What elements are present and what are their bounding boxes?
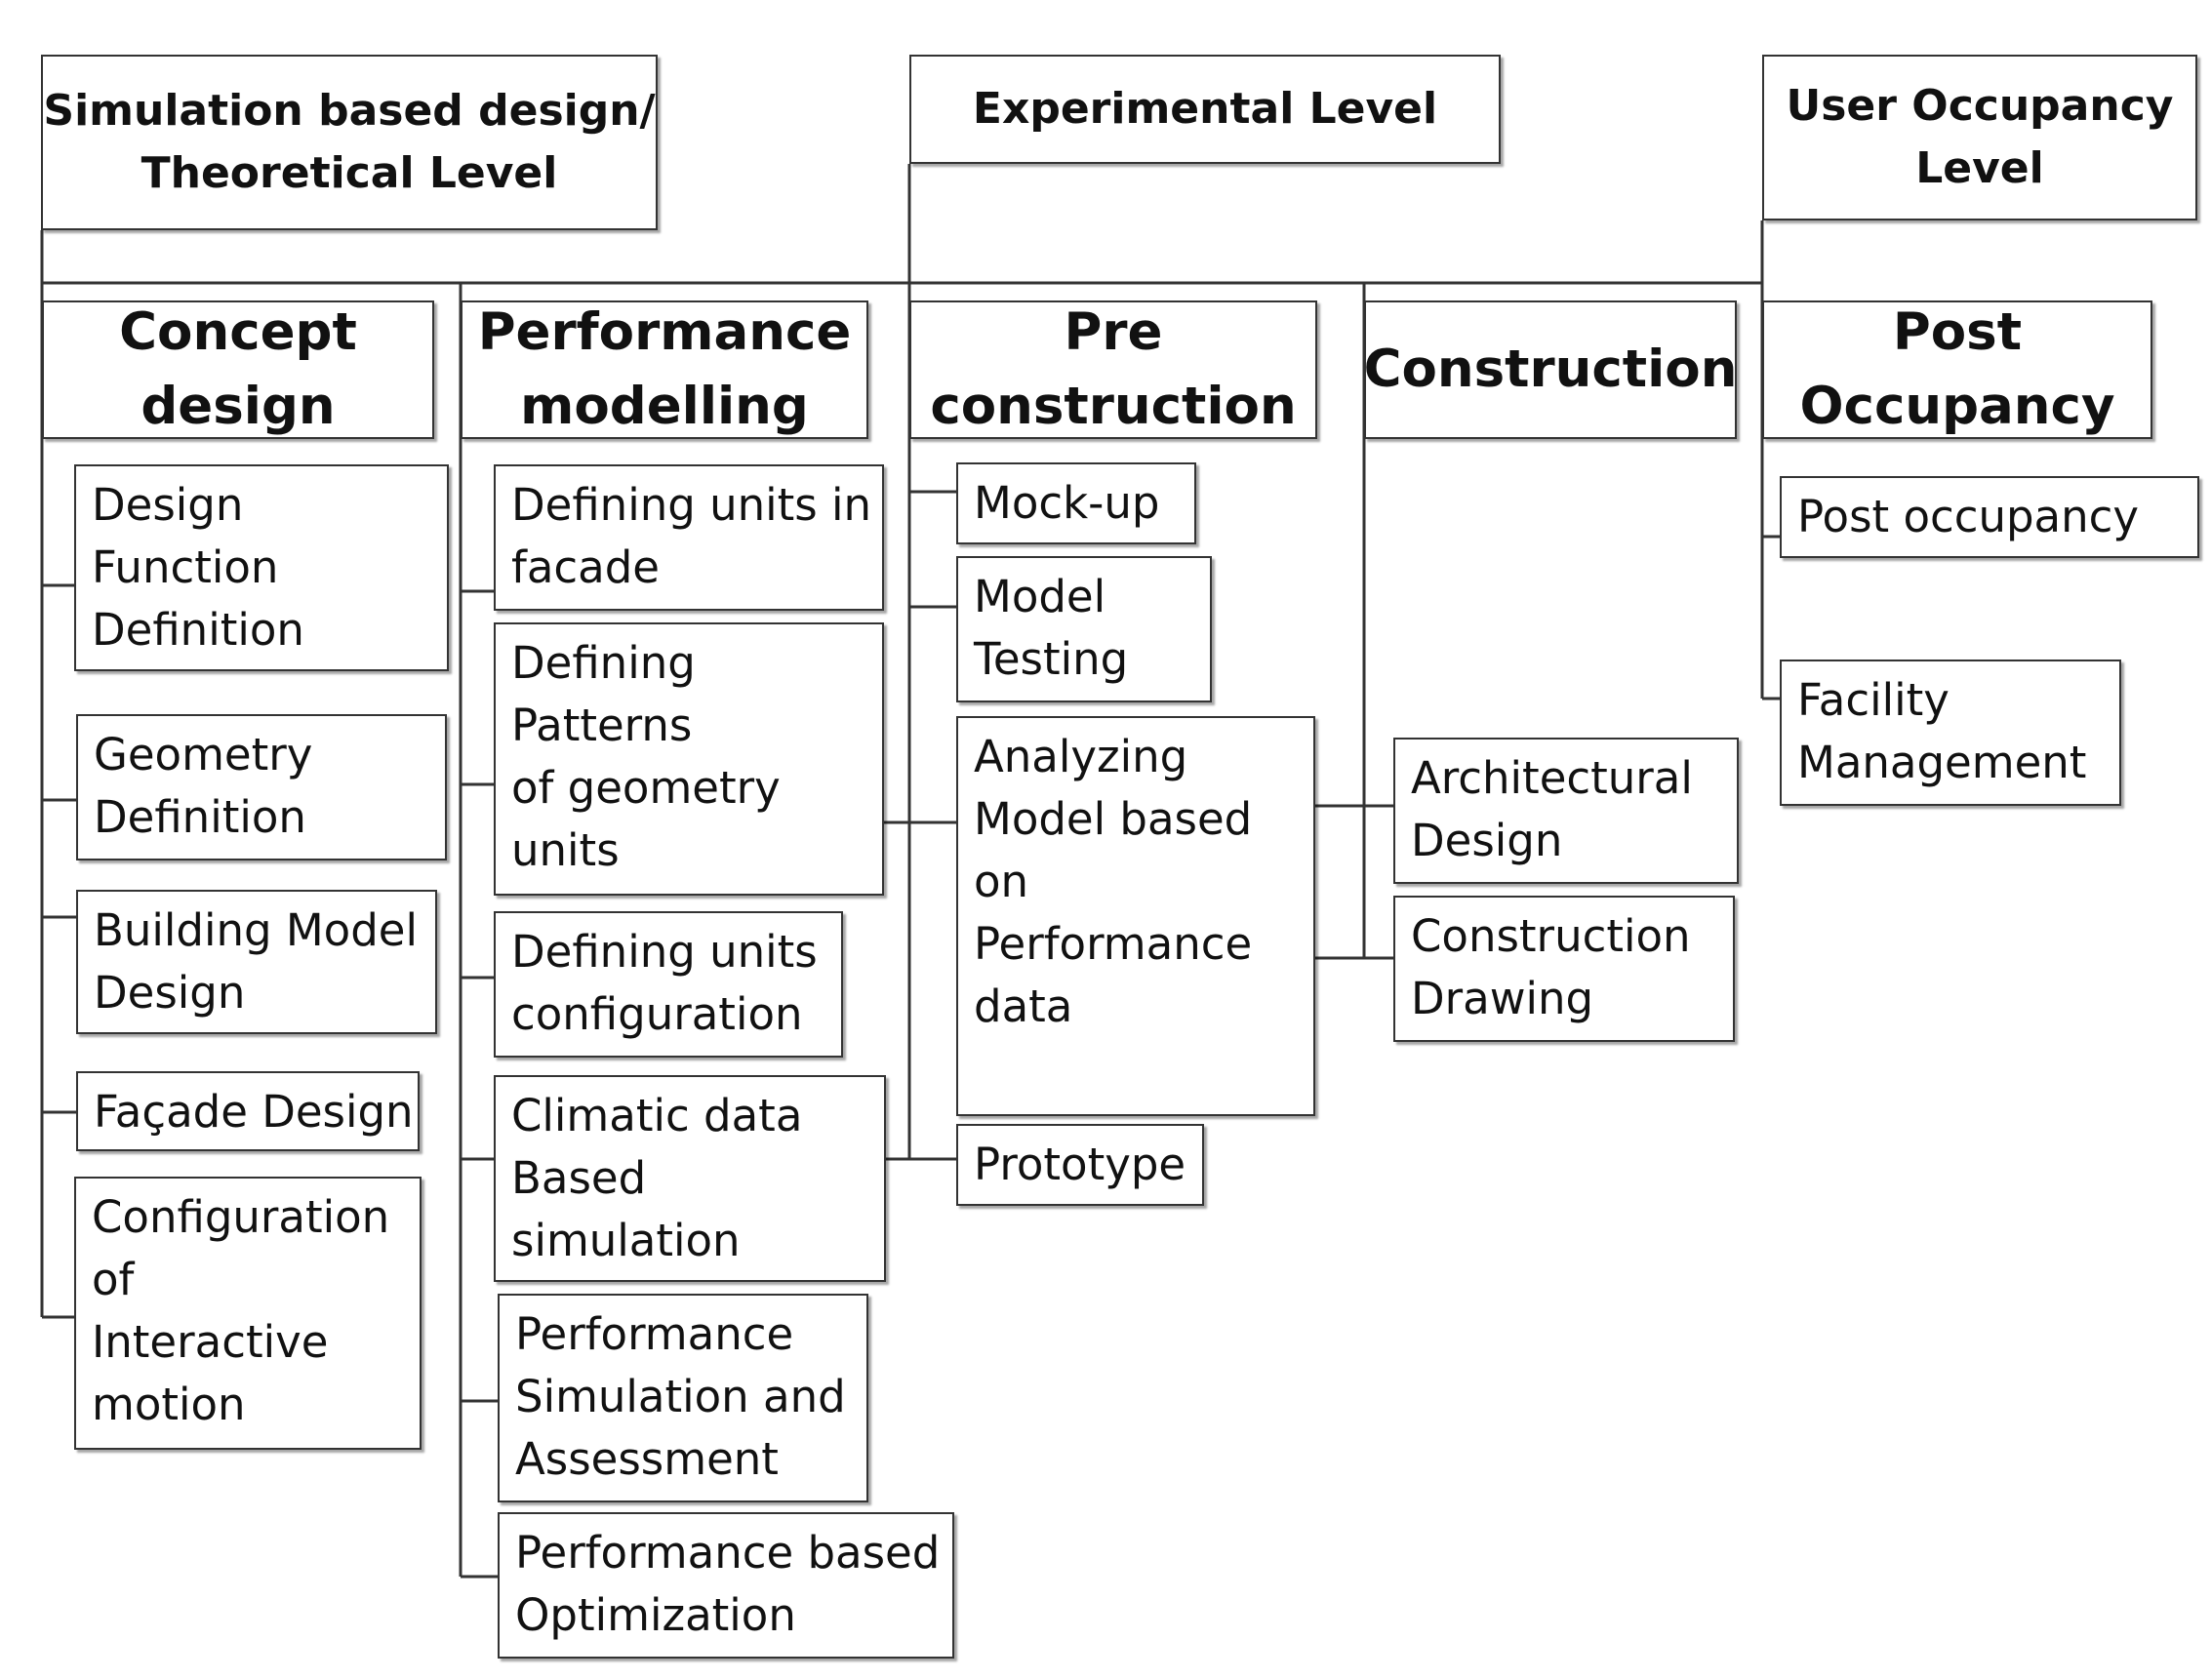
experimental-level-label: Experimental Level (972, 84, 1438, 134)
post-occupancy-label: Post Occupancy (1799, 302, 2115, 436)
performance-item: Performance based Optimization (498, 1512, 954, 1659)
preconstruction-item: Analyzing Model based on Performance dat… (956, 716, 1315, 1116)
preconstruction-item: Prototype (956, 1124, 1204, 1206)
pre-construction-label: Pre construction (930, 302, 1297, 436)
performance-item: Climatic data Based simulation (494, 1075, 886, 1282)
performance-item-label: Climatic data Based simulation (511, 1090, 803, 1266)
post-occupancy-item: Post occupancy (1780, 476, 2199, 558)
preconstruction-item-label: Model Testing (974, 571, 1129, 685)
performance-modelling-label: Performance modelling (477, 302, 852, 436)
performance-item-label: Defining units in facade (511, 479, 872, 593)
concept-design-label: Concept design (119, 302, 357, 436)
construction-label: Construction (1363, 340, 1738, 399)
user-occupancy-level-header: User Occupancy Level (1762, 55, 2197, 220)
performance-item-label: Performance Simulation and Assessment (515, 1308, 846, 1485)
construction-header: Construction (1364, 300, 1737, 439)
concept-item: Configuration of Interactive motion (74, 1177, 422, 1450)
concept-item: Geometry Definition (76, 714, 447, 860)
construction-item: Architectural Design (1393, 738, 1739, 884)
preconstruction-item: Model Testing (956, 556, 1212, 702)
concept-item-label: Design Function Definition (92, 479, 304, 656)
concept-item-label: Building Model Design (94, 904, 418, 1019)
performance-item: Defining units in facade (494, 464, 884, 611)
performance-item: Defining units configuration (494, 911, 843, 1058)
post-occupancy-item: Facility Management (1780, 660, 2121, 806)
concept-item-label: Geometry Definition (94, 729, 313, 843)
pre-construction-header: Pre construction (909, 300, 1317, 439)
concept-item: Façade Design (76, 1071, 420, 1151)
construction-item-label: Architectural Design (1411, 752, 1693, 866)
performance-item: Defining Patterns of geometry units (494, 622, 884, 896)
concept-item: Building Model Design (76, 890, 437, 1034)
post-occupancy-item-label: Post occupancy (1797, 491, 2140, 542)
preconstruction-item-label: Analyzing Model based on Performance dat… (974, 731, 1253, 1032)
preconstruction-item: Mock-up (956, 462, 1196, 544)
user-occupancy-level-label: User Occupancy Level (1786, 81, 2174, 193)
concept-design-header: Concept design (42, 300, 434, 439)
concept-item-label: Façade Design (94, 1086, 414, 1138)
preconstruction-item-label: Prototype (974, 1139, 1186, 1190)
construction-item: Construction Drawing (1393, 896, 1735, 1042)
performance-item-label: Defining units configuration (511, 926, 818, 1040)
theoretical-level-label: Simulation based design/ Theoretical Lev… (43, 86, 656, 198)
experimental-level-header: Experimental Level (909, 55, 1501, 164)
theoretical-level-header: Simulation based design/ Theoretical Lev… (41, 55, 658, 230)
performance-modelling-header: Performance modelling (461, 300, 868, 439)
performance-item-label: Performance based Optimization (515, 1527, 941, 1641)
performance-item: Performance Simulation and Assessment (498, 1294, 868, 1502)
performance-item-label: Defining Patterns of geometry units (511, 637, 781, 876)
construction-item-label: Construction Drawing (1411, 910, 1691, 1024)
concept-item-label: Configuration of Interactive motion (92, 1191, 390, 1430)
preconstruction-item-label: Mock-up (974, 477, 1160, 529)
concept-item: Design Function Definition (74, 464, 449, 671)
post-occupancy-header: Post Occupancy (1762, 300, 2152, 439)
post-occupancy-item-label: Facility Management (1797, 674, 2087, 788)
